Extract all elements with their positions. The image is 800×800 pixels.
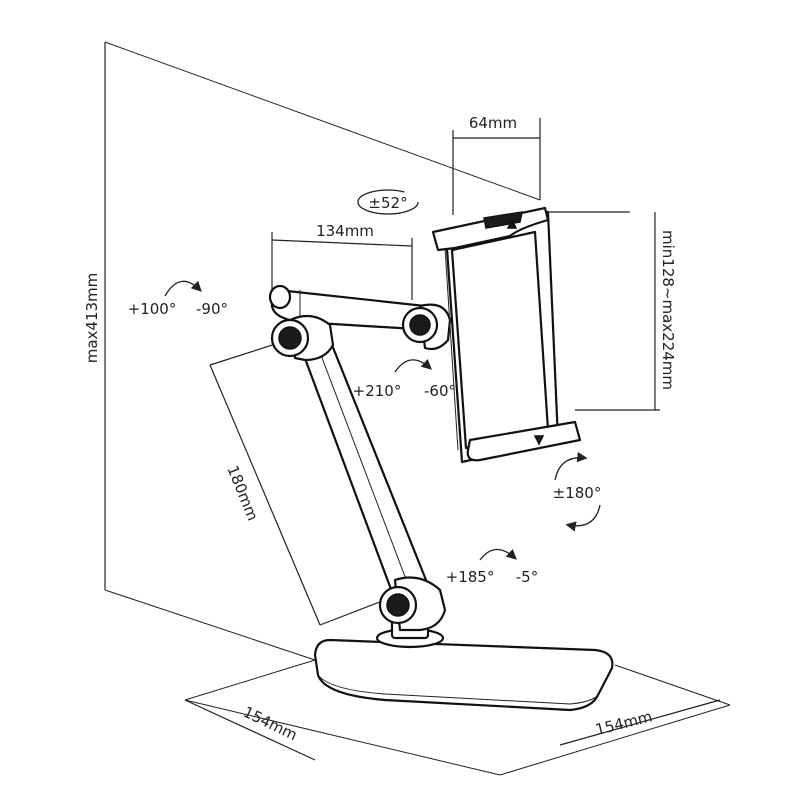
mid-joint-down-label: -60° [424,382,456,400]
holder-rotate-rotation: ±180° [553,451,602,532]
holder-swivel-rotation: ±52° [357,189,419,215]
base-width-label: 154mm [594,707,654,738]
upper-arm-dimension: 134mm [271,222,413,300]
holder-rotate-label: ±180° [553,484,602,502]
holder-width-dimension: 64mm [452,114,541,215]
height-label: max413mm [83,273,101,364]
foot-joint-up-label: +185° [446,568,495,586]
base-depth-label: 154mm [240,703,300,745]
lower-arm-label: 180mm [223,463,261,523]
upper-arm-label: 134mm [316,222,374,240]
shoulder-joint [270,314,335,362]
base-joint-rotation: +100° -90° [128,280,228,318]
clamp-range-label: min128~max224mm [659,230,677,390]
mid-joint-rotation: +210° -60° [353,358,456,400]
base-joint-down-label: -90° [196,300,228,318]
foot-joint-down-label: -5° [516,568,538,586]
lower-arm [298,338,432,602]
height-dimension: max413mm [83,42,106,590]
base-joint-up-label: +100° [128,300,177,318]
holder-width-label: 64mm [469,114,517,132]
holder-swivel-label: ±52° [368,194,407,212]
elbow-joint [401,303,452,351]
mid-joint-up-label: +210° [353,382,402,400]
foot-joint-rotation: +185° -5° [446,548,538,586]
tablet-holder [431,206,582,464]
foot-joint [378,576,447,632]
base-depth-dimension: 154mm [184,699,316,761]
base-plate [313,618,614,712]
clamp-range-dimension: min128~max224mm [545,211,677,411]
